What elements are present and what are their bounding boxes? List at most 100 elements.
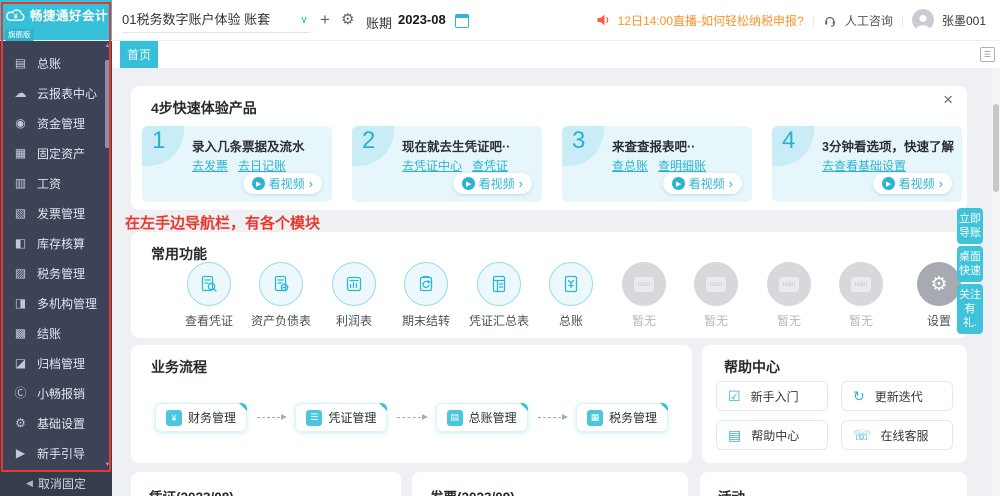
account-book-selector[interactable]: 01税务数字账户体验 账套 ∨ [122, 8, 310, 33]
common-functions-title: 常用功能 [151, 246, 207, 262]
sidebar-item-funds-management[interactable]: ◉资金管理 [0, 108, 112, 138]
sidebar-item-archive-management[interactable]: ◪归档管理 [14, 355, 86, 371]
business-process-title: 业务流程 [151, 359, 207, 375]
add-account-book-button[interactable]: + [320, 10, 330, 29]
function-view-voucher[interactable]: 查看凭证 [177, 262, 241, 329]
quickstart-card: 4步快速体验产品 × 1 录入几条票据及流水 去发票去日记账 ▶看视频› 2 现… [131, 86, 967, 210]
step-number: 3 [572, 127, 586, 154]
sidebar-item-multi-org-management[interactable]: ◨多机构管理 [14, 295, 98, 311]
balance-sheet-icon [274, 275, 289, 292]
chevron-right-icon: › [308, 176, 313, 191]
sidebar-item-closing[interactable]: ▩结账 [14, 325, 62, 341]
cloud-report-icon: ☁ [14, 85, 27, 100]
divider: | [900, 13, 904, 27]
link-view-voucher[interactable]: 查凭证 [472, 159, 509, 173]
edition-badge: 旗舰版 [5, 29, 34, 41]
link-to-invoice[interactable]: 去发票 [192, 159, 229, 173]
inventory-icon: ◧ [14, 235, 27, 250]
function-empty-slot: icon 暂无 [757, 262, 821, 329]
username[interactable]: 张墨001 [941, 13, 986, 28]
process-node-finance[interactable]: ¥财务管理 [155, 403, 248, 432]
play-icon: ▶ [461, 177, 475, 190]
function-balance-sheet[interactable]: 资产负债表 [249, 262, 313, 329]
ledger-icon: ▤ [14, 55, 27, 70]
play-icon: ▶ [881, 177, 895, 190]
function-income-statement[interactable]: 利润表 [322, 262, 386, 329]
sidebar-scrollbar-thumb[interactable] [105, 60, 110, 148]
page-scrollbar-thumb[interactable] [993, 104, 999, 192]
customer-service-icon: ☏ [853, 426, 871, 443]
chevron-down-icon: ∨ [299, 14, 308, 26]
step-title: 3分钟看选项，快速了解 [822, 140, 954, 154]
floating-side-buttons: 立即导账 桌面快速 关注有礼. [957, 208, 983, 336]
scroll-down-icon[interactable]: ▼ [104, 462, 111, 468]
placeholder-icon: icon [634, 276, 654, 292]
human-support-link[interactable]: 人工咨询 [844, 13, 893, 28]
sidebar-item-cloud-report-center[interactable]: ☁云报表中心 [14, 85, 98, 101]
sidebar-item-beginner-guide[interactable]: ▶新手引导 [0, 438, 112, 468]
desktop-shortcut-button[interactable]: 桌面快速 [957, 246, 983, 282]
step-number: 4 [782, 127, 796, 154]
ledger-book-icon: ▤ [446, 409, 463, 426]
help-updates-button[interactable]: ↻更新迭代 [841, 381, 953, 411]
watch-video-button[interactable]: ▶看视频› [872, 173, 952, 194]
help-beginner-button[interactable]: ☑新手入门 [716, 381, 828, 411]
process-node-ledger[interactable]: ▤总账管理 [435, 403, 528, 432]
activity-card: 活动 [700, 472, 967, 496]
process-node-tax[interactable]: ▦税务管理 [575, 403, 669, 432]
gear-icon: ⚙ [930, 273, 948, 295]
watch-video-button[interactable]: ▶看视频› [242, 173, 322, 194]
link-view-detail-ledger[interactable]: 查明细账 [658, 159, 707, 173]
announcement-link[interactable]: 12日14:00直播-如何轻松纳税申报? [617, 13, 804, 28]
scroll-up-icon[interactable]: ▲ [104, 43, 111, 49]
quickstart-step-3: 3 来查查报表吧·· 查总账查明细账 ▶看视频› [562, 126, 752, 202]
process-node-voucher[interactable]: ☰凭证管理 [295, 403, 388, 432]
help-center-button[interactable]: ▤帮助中心 [716, 420, 828, 450]
function-voucher-summary[interactable]: 凭证汇总表 [467, 262, 531, 329]
sidebar-item-basic-settings[interactable]: ⚙基础设置 [0, 408, 112, 438]
link-view-ledger[interactable]: 查总账 [612, 159, 649, 173]
flow-arrow [537, 414, 569, 420]
unpin-sidebar-button[interactable]: ◀ 取消固定 [0, 470, 112, 496]
step-title: 来查查报表吧·· [612, 140, 696, 154]
sidebar-item-inventory-accounting[interactable]: ◧库存核算 [14, 235, 86, 251]
watch-video-button[interactable]: ▶看视频› [662, 173, 742, 194]
brand-name: 畅捷通好会计 [30, 9, 109, 23]
period-label: 账期 [366, 16, 393, 31]
calendar-icon[interactable] [455, 14, 469, 28]
sidebar-item-fixed-assets[interactable]: ▦固定资产 [14, 145, 86, 161]
common-functions-card: 常用功能 查看凭证 资产负债表 利润表 期末结转 凭证汇总表 [131, 232, 967, 338]
account-settings-gear-icon[interactable]: ⚙ [341, 11, 355, 28]
function-general-ledger[interactable]: 总账 [539, 262, 603, 329]
headset-icon [825, 16, 835, 27]
app-logo: ¥ 畅捷通好会计 旗舰版 [0, 0, 112, 41]
close-icon[interactable]: × [943, 90, 953, 109]
user-avatar[interactable] [911, 9, 934, 31]
follow-gift-button[interactable]: 关注有礼. [957, 284, 983, 334]
sidebar-item-salary[interactable]: ▥工资 [14, 175, 62, 191]
svg-text:¥: ¥ [14, 11, 19, 20]
sidebar-item-tax-management[interactable]: ▨税务管理 [14, 265, 86, 281]
annotation-text: 在左手边导航栏，有各个模块 [125, 215, 321, 232]
import-accounts-button[interactable]: 立即导账 [957, 208, 983, 244]
function-period-end-carryover[interactable]: 期末结转 [394, 262, 458, 329]
link-basic-settings[interactable]: 去查看基础设置 [822, 159, 907, 173]
page-scrollbar[interactable] [992, 68, 1000, 496]
sidebar-scrollbar[interactable]: ▲ ▼ [104, 43, 111, 468]
online-service-button[interactable]: ☏在线客服 [841, 420, 953, 450]
link-to-voucher-center[interactable]: 去凭证中心 [402, 159, 463, 173]
link-to-journal[interactable]: 去日记账 [238, 159, 287, 173]
function-settings[interactable]: ⚙ 设置 [907, 262, 971, 329]
step-title: 录入几条票据及流水 [192, 140, 305, 154]
tab-home[interactable]: 首页 [120, 40, 158, 68]
period-value[interactable]: 2023-08 [398, 12, 446, 27]
sidebar-item-general-ledger[interactable]: ▤总账 [14, 55, 62, 71]
placeholder-icon: icon [851, 276, 871, 292]
tab-list-icon[interactable]: ☰ [980, 47, 995, 62]
salary-icon: ▥ [14, 175, 27, 190]
quickstart-step-1: 1 录入几条票据及流水 去发票去日记账 ▶看视频› [142, 126, 332, 202]
watch-video-button[interactable]: ▶看视频› [452, 173, 532, 194]
sidebar-item-invoice-management[interactable]: ▧发票管理 [14, 205, 86, 221]
